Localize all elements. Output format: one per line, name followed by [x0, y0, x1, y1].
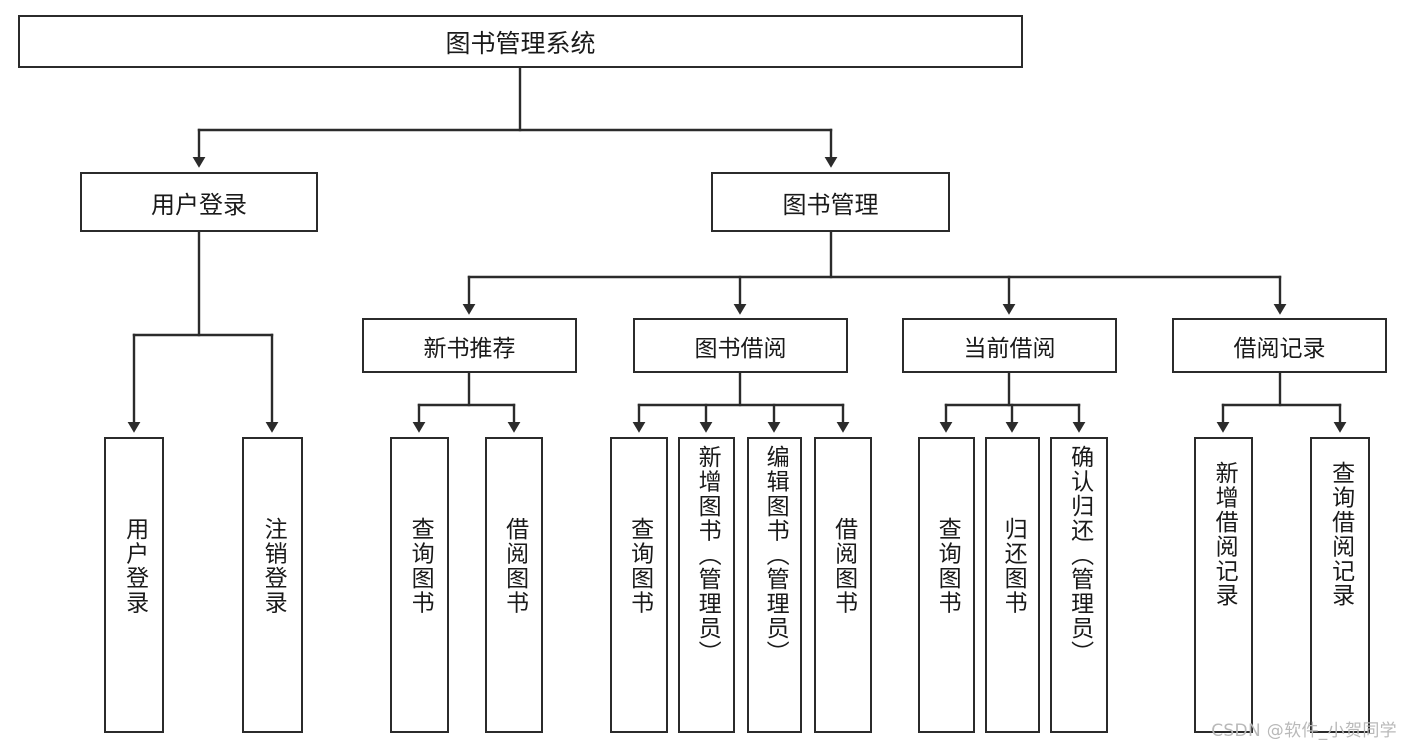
- node-new-book-recommend[interactable]: 新书推荐: [362, 318, 577, 373]
- node-current-borrow-label: 当前借阅: [963, 335, 1056, 362]
- node-root-label: 图书管理系统: [445, 28, 596, 58]
- leaf-node-label: 用户登录: [121, 517, 148, 615]
- node-book-borrow[interactable]: 图书借阅: [633, 318, 848, 373]
- leaf-node-label: 确认归还（管理员）: [1066, 445, 1093, 665]
- leaf-node[interactable]: 查询图书: [390, 437, 449, 733]
- leaf-node-label: 注销登录: [260, 517, 287, 615]
- node-root[interactable]: 图书管理系统: [18, 15, 1023, 68]
- node-current-borrow[interactable]: 当前借阅: [902, 318, 1117, 373]
- node-borrow-record[interactable]: 借阅记录: [1172, 318, 1387, 373]
- node-new-book-recommend-label: 新书推荐: [423, 335, 516, 362]
- csdn-watermark: CSDN @软件_小贺同学: [1211, 721, 1397, 741]
- node-user-login-label: 用户登录: [151, 190, 247, 219]
- leaf-node[interactable]: 查询图书: [610, 437, 668, 733]
- leaf-node-label: 查询图书: [626, 517, 653, 615]
- leaf-node[interactable]: 归还图书: [985, 437, 1040, 733]
- leaf-node[interactable]: 新增借阅记录: [1194, 437, 1253, 733]
- leaf-node[interactable]: 编辑图书（管理员）: [747, 437, 802, 733]
- node-borrow-record-label: 借阅记录: [1233, 335, 1326, 362]
- leaf-node-label: 归还图书: [1000, 517, 1027, 615]
- node-book-management-label: 图书管理: [782, 190, 879, 219]
- leaf-node-label: 新增借阅记录: [1211, 461, 1238, 608]
- node-user-login[interactable]: 用户登录: [80, 172, 318, 232]
- leaf-node[interactable]: 查询借阅记录: [1310, 437, 1370, 733]
- node-book-management[interactable]: 图书管理: [711, 172, 950, 232]
- node-book-borrow-label: 图书借阅: [694, 335, 787, 362]
- leaf-node-label: 借阅图书: [830, 517, 857, 615]
- leaf-node-label: 借阅图书: [501, 517, 528, 615]
- leaf-node-label: 查询借阅记录: [1327, 461, 1354, 608]
- leaf-node[interactable]: 用户登录: [104, 437, 164, 733]
- leaf-node[interactable]: 注销登录: [242, 437, 303, 733]
- leaf-node-label: 查询图书: [934, 517, 961, 615]
- leaf-node-label: 编辑图书（管理员）: [762, 445, 789, 665]
- leaf-node[interactable]: 借阅图书: [485, 437, 543, 733]
- leaf-node[interactable]: 借阅图书: [814, 437, 872, 733]
- leaf-node[interactable]: 查询图书: [918, 437, 975, 733]
- leaf-node-label: 新增图书（管理员）: [694, 445, 721, 665]
- leaf-node-label: 查询图书: [407, 517, 434, 615]
- leaf-node[interactable]: 新增图书（管理员）: [678, 437, 735, 733]
- leaf-node[interactable]: 确认归还（管理员）: [1050, 437, 1108, 733]
